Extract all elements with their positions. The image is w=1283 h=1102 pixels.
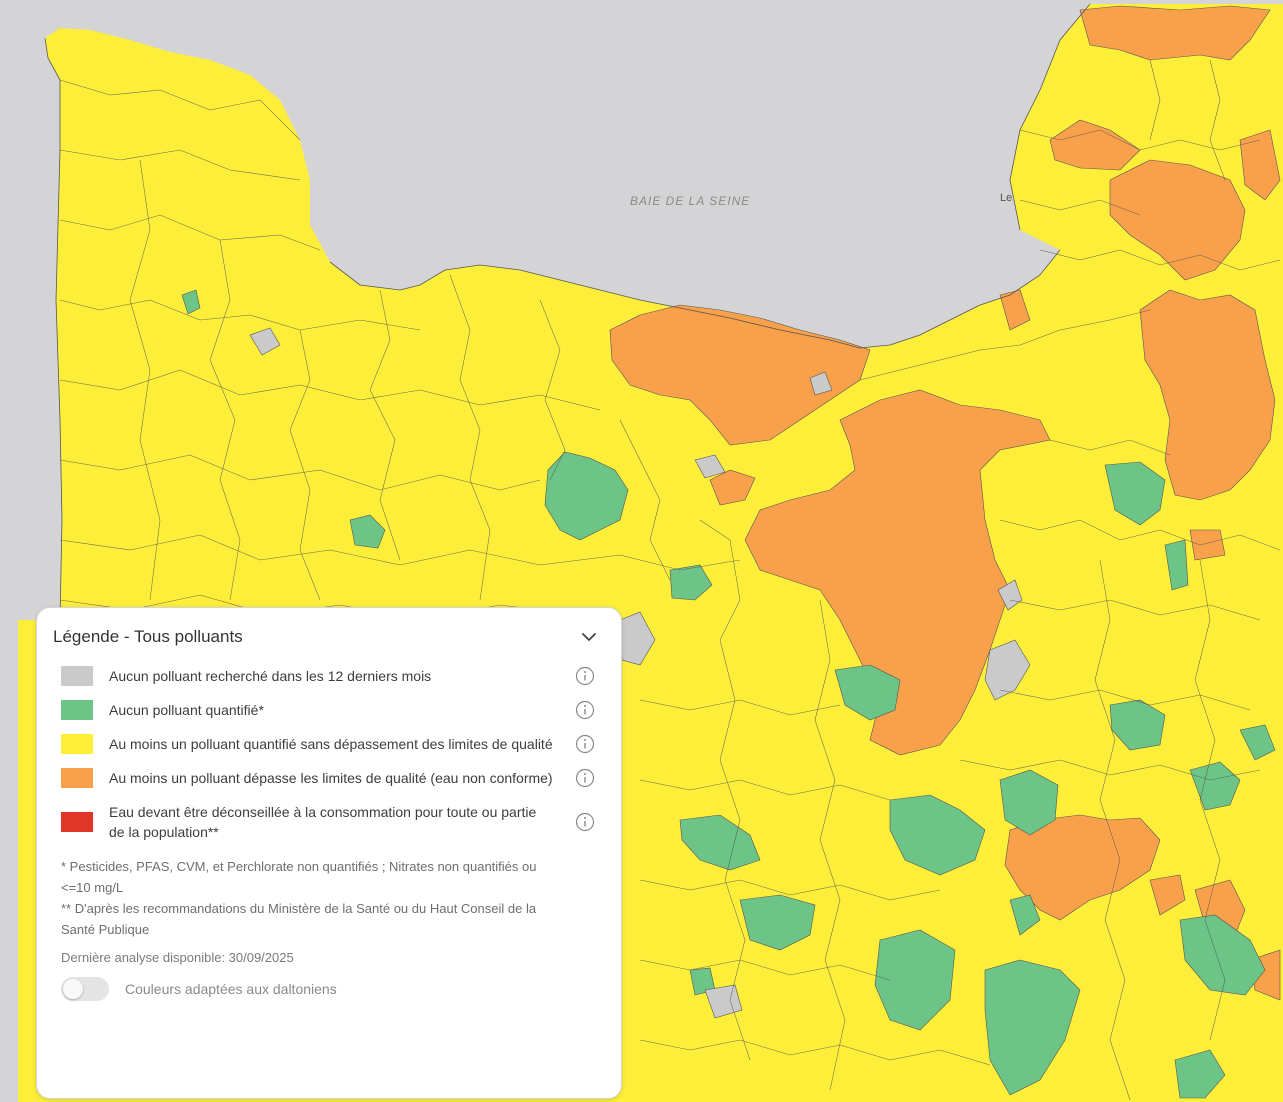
colorblind-toggle-label: Couleurs adaptées aux daltoniens: [125, 981, 337, 997]
legend-item-none-quantified: Aucun polluant quantifié*: [61, 700, 595, 720]
no-pollutant-zones: [181, 289, 1276, 1099]
legend-item-none-tested: Aucun polluant recherché dans les 12 der…: [61, 666, 595, 686]
swatch-green: [61, 700, 93, 720]
info-icon[interactable]: [575, 734, 595, 754]
swatch-yellow: [61, 734, 93, 754]
legend-footnotes: * Pesticides, PFAS, CVM, et Perchlorate …: [61, 856, 561, 940]
toggle-knob: [63, 979, 83, 999]
legend-title: Légende - Tous polluants: [53, 627, 243, 646]
sea-west: [0, 420, 62, 620]
legend-item-label: Aucun polluant recherché dans les 12 der…: [109, 668, 432, 684]
legend-item-label: Au moins un polluant dépasse les limites…: [109, 770, 553, 786]
swatch-red: [61, 812, 93, 832]
chevron-down-icon[interactable]: [577, 626, 601, 648]
last-analysis-date: Dernière analyse disponible: 30/09/2025: [61, 950, 294, 965]
info-icon[interactable]: [575, 812, 595, 832]
legend-items: Aucun polluant recherché dans les 12 der…: [61, 666, 595, 842]
info-icon[interactable]: [575, 666, 595, 686]
coastline: [44, 3, 1091, 621]
not-tested-zones: [249, 327, 1031, 1019]
map-left-edge: [0, 620, 18, 1102]
info-icon[interactable]: [575, 700, 595, 720]
legend-item-label: Eau devant être déconseillée à la consom…: [109, 804, 537, 840]
footnote-2: ** D'après les recommandations du Minist…: [61, 901, 537, 937]
legend-item-advised-against: Eau devant être déconseillée à la consom…: [61, 802, 595, 842]
footnote-1: * Pesticides, PFAS, CVM, et Perchlorate …: [61, 859, 537, 895]
colorblind-toggle[interactable]: [61, 977, 109, 1001]
sea-label: BAIE DE LA SEINE: [630, 194, 750, 208]
colorblind-toggle-row: Couleurs adaptées aux daltoniens: [61, 977, 601, 1001]
place-label-le: Le: [1000, 192, 1012, 204]
info-icon[interactable]: [575, 768, 595, 788]
legend-item-quantified-ok: Au moins un polluant quantifié sans dépa…: [61, 734, 595, 754]
legend-item-exceeds-limits: Au moins un polluant dépasse les limites…: [61, 768, 595, 788]
legend-header[interactable]: Légende - Tous polluants: [53, 626, 601, 648]
swatch-orange: [61, 768, 93, 788]
commune-borders: [59, 59, 1281, 1101]
legend-item-label: Aucun polluant quantifié*: [109, 702, 264, 718]
legend-item-label: Au moins un polluant quantifié sans dépa…: [109, 736, 553, 752]
exceeds-limits-zones: [609, 5, 1281, 1001]
sea-area: [0, 0, 1283, 420]
swatch-grey: [61, 666, 93, 686]
legend-panel: Légende - Tous polluants Aucun polluant …: [36, 607, 622, 1099]
